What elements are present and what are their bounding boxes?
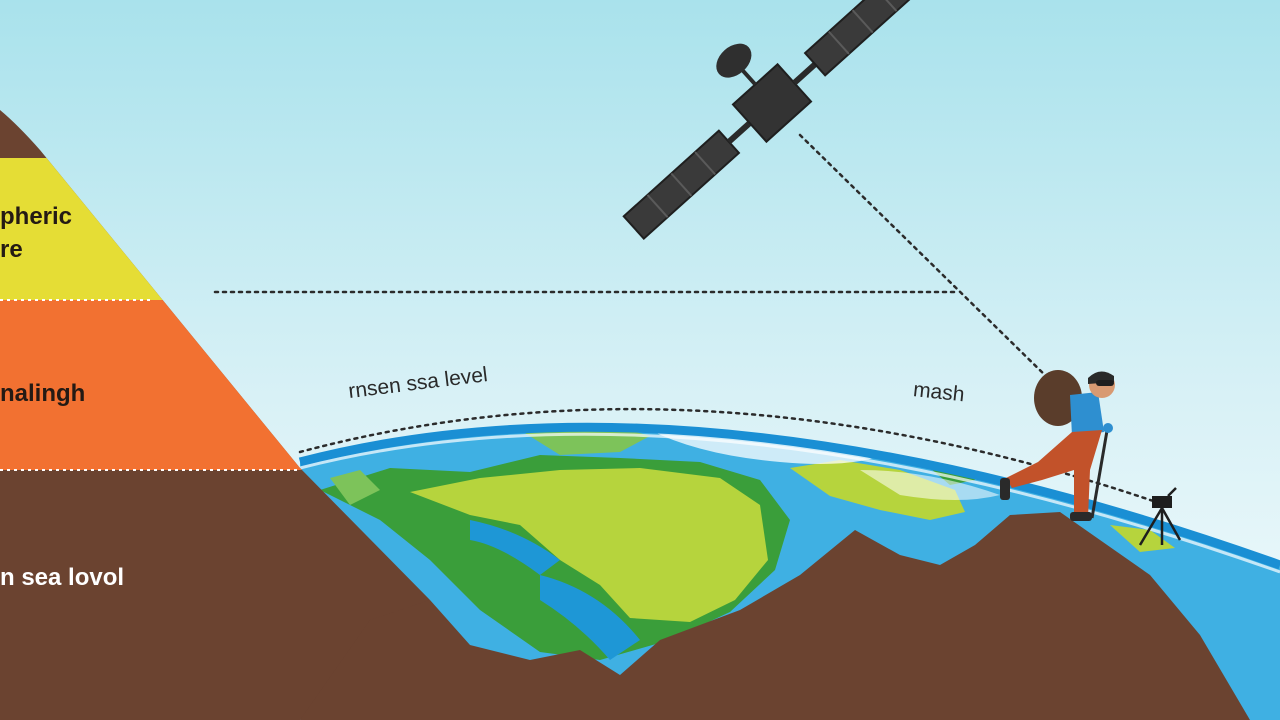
foreground-mountains: [300, 512, 1250, 720]
sea-level-dotted-curve: [298, 407, 1167, 507]
satellite-icon: [622, 0, 922, 241]
satellite-signal-line: [798, 133, 1052, 382]
yellow-layer-label-line1: pheric: [0, 203, 73, 230]
atmosphere-rim: [298, 422, 1280, 570]
orange-layer-label: nalingh: [0, 380, 86, 407]
tripod-icon: [1138, 487, 1182, 546]
yellow-layer-label-line2: re: [0, 236, 23, 263]
brown-layer-label: n sea lovol: [0, 564, 125, 591]
hiker-icon: [1000, 370, 1115, 521]
